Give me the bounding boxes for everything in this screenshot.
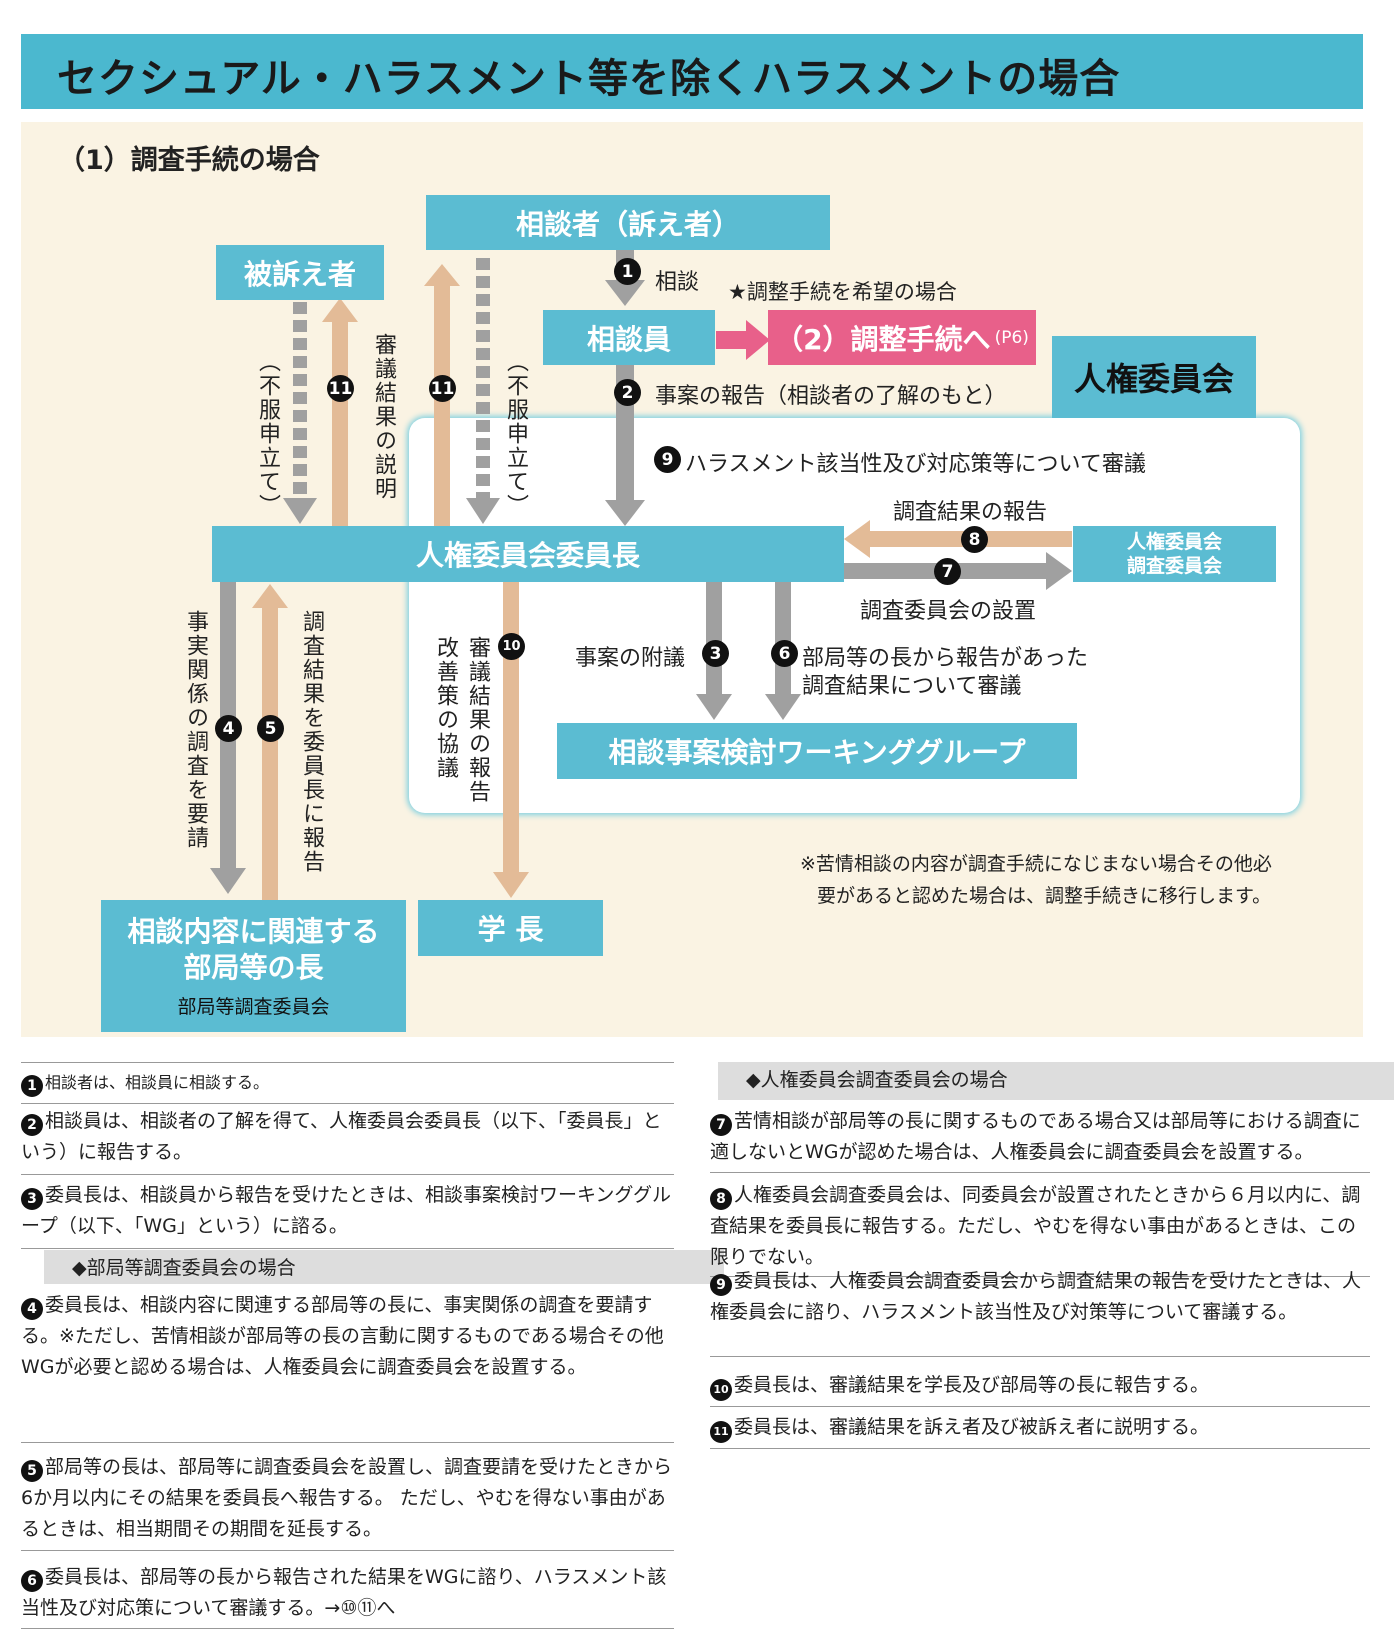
arrow-10 xyxy=(493,582,529,898)
label-investigation-report: 調査結果の報告 xyxy=(893,500,1048,525)
chair-box: 人権委員会委員長 xyxy=(212,526,844,582)
dept-line2: 部局等の長 xyxy=(183,950,324,984)
vlabel-deliberation-result: 審議結果の報告 xyxy=(465,636,490,804)
note-line1: ※苦情相談の内容が調査手続になじまない場合その他必 xyxy=(800,853,1272,875)
badge-11-right: 11 xyxy=(429,375,456,402)
arrow-appeal-complainant xyxy=(466,258,500,524)
human-rights-committee-box: 人権委員会 xyxy=(1052,336,1256,418)
vlabel-result-report: 調査結果を委員長に報告 xyxy=(299,610,324,874)
badge-8: 8 xyxy=(961,526,988,553)
badge-2: 2 xyxy=(614,379,641,406)
arrow-appeal-respondent xyxy=(283,302,317,524)
label-6b: 調査結果について審議 xyxy=(802,674,1022,699)
badge-6: 6 xyxy=(771,640,798,667)
note-line2: 要があると認めた場合は、調整手続きに移行します。 xyxy=(817,885,1272,907)
label-consult: 相談 xyxy=(655,270,700,295)
counselor-box: 相談員 xyxy=(543,310,715,365)
president-box: 学 長 xyxy=(418,900,603,956)
section-dept-committee: ◆部局等調査委員会の場合 xyxy=(44,1250,724,1284)
label-report: 事案の報告（相談者の了解のもと） xyxy=(655,384,1007,409)
vlabel-improvement: 改善策の協議 xyxy=(433,636,458,780)
investigation-line2: 調査委員会 xyxy=(1126,555,1222,577)
vlabel-appeal-complainant: （不服申立て） xyxy=(503,350,528,518)
dept-head-box: 相談内容に関連する 部局等の長 部局等調査委員会 xyxy=(101,900,406,1032)
vlabel-result-explanation: 審議結果の説明 xyxy=(371,333,396,501)
dept-line1: 相談内容に関連する xyxy=(127,914,380,948)
investigation-committee-box: 人権委員会 調査委員会 xyxy=(1073,526,1276,582)
section-hr-committee: ◆人権委員会調査委員会の場合 xyxy=(718,1062,1394,1100)
badge-1: 1 xyxy=(614,258,641,285)
badge-10: 10 xyxy=(498,633,525,660)
procedure-note: ※苦情相談の内容が調査手続になじまない場合その他必 要があると認めた場合は、調整… xyxy=(800,848,1272,912)
respondent-box: 被訴え者 xyxy=(216,245,384,300)
label-referral: 事案の附議 xyxy=(575,646,686,671)
badge-5: 5 xyxy=(257,715,284,742)
complainant-box: 相談者（訴え者） xyxy=(426,195,830,250)
label-adjust-wish: ★調整手続を希望の場合 xyxy=(728,280,957,304)
vlabel-fact-investigation: 事実関係の調査を要請 xyxy=(183,610,208,850)
badge-11-left: 11 xyxy=(327,375,354,402)
section-subtitle: （1）調査手続の場合 xyxy=(58,145,320,176)
adjust-page: (P6) xyxy=(994,327,1029,348)
investigation-line1: 人権委員会 xyxy=(1126,531,1222,553)
wg-box: 相談事案検討ワーキンググループ xyxy=(557,723,1077,779)
page-title: セクシュアル・ハラスメント等を除くハラスメントの場合 xyxy=(57,56,1121,102)
badge-3: 3 xyxy=(702,640,729,667)
label-committee-setup: 調査委員会の設置 xyxy=(860,599,1037,624)
label-6a: 部局等の長から報告があった xyxy=(802,646,1089,671)
adjust-procedure-box[interactable]: （2）調整手続へ(P6) xyxy=(768,310,1036,365)
arrow-5 xyxy=(252,584,288,900)
page-header: セクシュアル・ハラスメント等を除くハラスメントの場合 xyxy=(21,34,1363,109)
badge-4: 4 xyxy=(215,715,242,742)
arrow-11-respondent xyxy=(322,298,358,526)
vlabel-appeal-respondent: （不服申立て） xyxy=(255,350,280,518)
badge-7: 7 xyxy=(934,558,961,585)
arrow-11-complainant xyxy=(424,264,460,526)
arrow-adjust xyxy=(716,320,770,360)
dept-sub: 部局等調査委員会 xyxy=(177,995,330,1018)
label-deliberation: ハラスメント該当性及び対応策等について審議 xyxy=(685,452,1146,477)
badge-9: 9 xyxy=(654,446,681,473)
adjust-label: （2）調整手続へ xyxy=(775,322,991,356)
